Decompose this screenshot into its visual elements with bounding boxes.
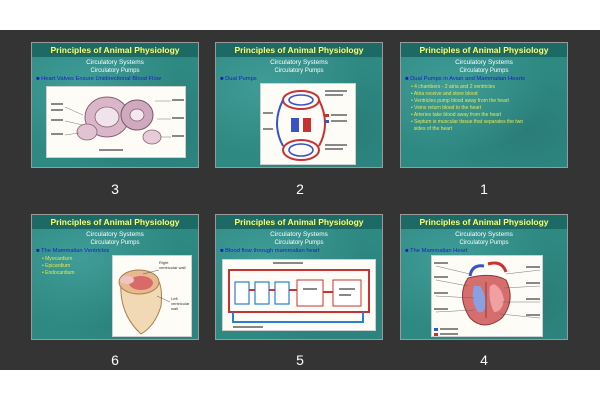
slide-number: 1 — [480, 181, 488, 197]
slide-title: Principles of Animal Physiology — [216, 43, 382, 57]
list-item: sides of the heart — [413, 126, 453, 132]
slide-number: 4 — [480, 352, 488, 368]
slide-number: 3 — [111, 181, 119, 197]
heart-valves-diagram — [46, 86, 186, 158]
slide-title: Principles of Animal Physiology — [32, 215, 198, 229]
slide-subtitle: Circulatory Pumps — [90, 68, 140, 74]
slide-bullet: ■ Heart Valves Ensure Unidirectional Blo… — [36, 76, 161, 82]
slide-title: Principles of Animal Physiology — [216, 215, 382, 229]
dual-pump-circulation-diagram — [260, 83, 356, 165]
list-item: • 4 chambers - 2 atria and 2 ventricles — [411, 84, 496, 90]
list-item: • Veins return blood to the heart — [411, 105, 482, 111]
slide-bullet: ■ Dual Pumps in Avian and Mammalian Hear… — [405, 76, 526, 82]
figure-label: ventricular — [171, 301, 190, 306]
slide-thumbnail-6[interactable]: Principles of Animal Physiology Circulat… — [31, 214, 199, 340]
list-item: • Endocardium — [42, 270, 75, 276]
slide-number: 5 — [296, 352, 304, 368]
mammalian-heart-diagram — [431, 255, 543, 337]
slide-number: 2 — [296, 181, 304, 197]
blood-flow-schematic — [222, 259, 376, 331]
list-item: • Septum is muscular tissue that separat… — [411, 119, 524, 125]
list-item: • Myocardium — [42, 256, 73, 262]
slide-number: 6 — [111, 352, 119, 368]
slide-subtitle: Circulatory Pumps — [459, 68, 509, 74]
sub-bullet-list: • Myocardium • Epicardium • Endocardium — [42, 256, 196, 277]
slide-thumbnail-4[interactable]: Principles of Animal Physiology Circulat… — [400, 214, 568, 340]
slide-bullet: ■ Dual Pumps — [220, 76, 257, 82]
slide-subtitle: Circulatory Pumps — [274, 68, 324, 74]
slide-thumbnail-2[interactable]: Principles of Animal Physiology Circulat… — [215, 42, 383, 168]
slide-title: Principles of Animal Physiology — [401, 215, 567, 229]
list-item: • Atria receive and store blood — [411, 91, 478, 97]
sub-bullet-list: • 4 chambers - 2 atria and 2 ventricles … — [411, 84, 565, 133]
list-item: • Arteries take blood away from the hear… — [411, 112, 502, 118]
slide-subtitle: Circulatory Systems — [86, 59, 144, 66]
slide-bullet: ■ Blood flow through mammalian heart — [220, 248, 320, 254]
slide-bullet: ■ The Mammalian Ventricles — [36, 248, 110, 254]
slide-subtitle: Circulatory Systems — [270, 59, 328, 66]
figure-label: ventricular wall — [159, 265, 186, 270]
slide-subtitle: Circulatory Systems — [455, 59, 513, 66]
slide-thumbnail-3[interactable]: Principles of Animal Physiology Circulat… — [31, 42, 199, 168]
slide-subtitle: Circulatory Pumps — [90, 240, 140, 246]
slide-bullet: ■ The Mammalian Heart — [405, 248, 468, 254]
list-item: • Ventricles pump blood away from the he… — [411, 98, 509, 104]
list-item: • Epicardium — [42, 263, 71, 269]
ventricle-cross-section: Right ventricular wall Left ventricular … — [112, 255, 192, 337]
figure-label: wall — [171, 306, 178, 311]
slide-subtitle: Circulatory Systems — [455, 231, 513, 238]
slide-thumbnail-5[interactable]: Principles of Animal Physiology Circulat… — [215, 214, 383, 340]
slide-title: Principles of Animal Physiology — [401, 43, 567, 57]
slide-subtitle: Circulatory Systems — [86, 231, 144, 238]
slide-subtitle: Circulatory Pumps — [459, 240, 509, 246]
slide-title: Principles of Animal Physiology — [32, 43, 198, 57]
slide-subtitle: Circulatory Systems — [270, 231, 328, 238]
slide-thumbnail-1[interactable]: Principles of Animal Physiology Circulat… — [400, 42, 568, 168]
figure-label: Left — [171, 296, 179, 301]
slide-sorter-panel: Principles of Animal Physiology Circulat… — [0, 30, 600, 370]
slide-subtitle: Circulatory Pumps — [274, 240, 324, 246]
figure-label: Right — [159, 260, 169, 265]
